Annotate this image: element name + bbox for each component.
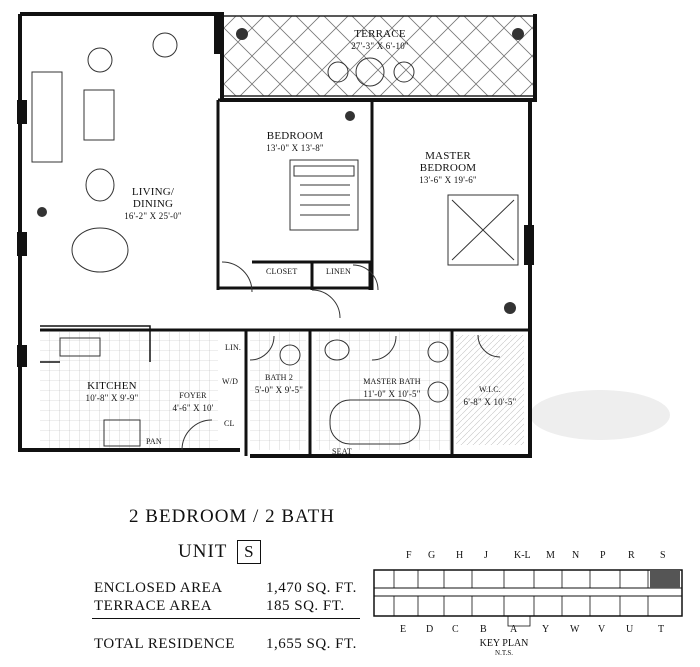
closet-label: CLOSET — [266, 267, 298, 276]
door-swings — [181, 261, 501, 451]
window-jambs — [17, 14, 534, 367]
floor-plan-drawing — [17, 12, 670, 458]
plant-icons — [37, 28, 524, 314]
key-plan-letter-top: P — [600, 550, 606, 561]
master-bath-name: MASTER BATH — [363, 377, 421, 386]
terrace-area-value: 185 SQ. FT. — [266, 598, 345, 614]
unit-summary: 2 BEDROOM / 2 BATH UNIT S ENCLOSED AREA 1… — [0, 470, 700, 667]
furniture — [31, 32, 519, 447]
wd-label: W/D — [222, 377, 239, 386]
master-bedroom-label: MASTER BEDROOM 13'-6" X 19'-6" — [408, 150, 488, 186]
key-plan-letter-bottom: E — [400, 624, 407, 635]
bedroom-label: BEDROOM 13'-0" X 13'-8" — [250, 130, 340, 154]
floor-plan: TERRACE 27'-3" X 6'-10" BEDROOM 13'-0" X… — [17, 12, 670, 458]
unit-designation: UNIT S — [178, 540, 262, 564]
terrace-name: TERRACE — [354, 28, 406, 40]
lin-label: LIN. — [225, 343, 242, 352]
total-divider — [92, 618, 360, 619]
key-plan-letter-top: F — [406, 550, 412, 561]
pan-label: PAN — [146, 437, 162, 446]
linen-label: LINEN — [326, 267, 351, 276]
terrace-label: TERRACE 27'-3" X 6'-10" — [330, 28, 430, 52]
kitchen-name: KITCHEN — [87, 380, 137, 392]
bath2-name: BATH 2 — [264, 373, 294, 382]
enclosed-area-value: 1,470 SQ. FT. — [266, 580, 357, 596]
key-plan-letter-bottom: D — [426, 624, 434, 635]
key-plan-letter-top: N — [572, 550, 580, 561]
wic-dims: 6'-8" X 10'-5" — [463, 397, 517, 407]
interior-walls — [40, 98, 530, 456]
terrace-area-row: TERRACE AREA 185 SQ. FT. — [94, 598, 344, 615]
enclosed-area-label: ENCLOSED AREA — [94, 580, 223, 596]
foyer-name: FOYER — [179, 391, 207, 400]
key-plan-letter-top: R — [628, 550, 635, 561]
key-plan-unit-s-highlight — [650, 570, 680, 588]
key-plan-letter-top: J — [484, 550, 488, 561]
master-bedroom-dims: 13'-6" X 19'-6" — [419, 175, 477, 185]
key-plan-drawing — [373, 569, 683, 627]
living-dining-label: LIVING/ DINING 16'-2" X 25'-0" — [118, 186, 188, 222]
key-plan-letter-bottom: U — [626, 624, 634, 635]
key-plan-letter-bottom: C — [452, 624, 459, 635]
key-plan-letter-bottom: T — [658, 624, 665, 635]
master-bedroom-name: MASTER BEDROOM — [419, 150, 477, 174]
kitchen-dims: 10'-8" X 9'-9" — [85, 393, 139, 403]
key-plan-title: KEY PLAN — [479, 638, 529, 649]
key-plan-letter-bottom: Y — [542, 624, 550, 635]
wic-label: W.I.C. 6'-8" X 10'-5" — [460, 384, 520, 408]
bath2-floor — [250, 332, 306, 450]
seat-label: SEAT — [332, 447, 352, 456]
total-residence-label: TOTAL RESIDENCE — [94, 636, 235, 652]
kitchen-label: KITCHEN 10'-8" X 9'-9" — [72, 380, 152, 404]
unit-label: UNIT — [178, 541, 228, 562]
key-plan-letter-top: S — [660, 550, 666, 561]
terrace-dims: 27'-3" X 6'-10" — [351, 41, 409, 51]
key-plan-letter-top: M — [546, 550, 555, 561]
enclosed-area-row: ENCLOSED AREA 1,470 SQ. FT. — [94, 580, 356, 597]
kitchen-counter — [40, 325, 151, 363]
key-plan-units — [393, 570, 649, 627]
total-residence-row: TOTAL RESIDENCE 1,655 SQ. FT. — [94, 636, 356, 653]
bath2-dims: 5'-0" X 9'-5" — [254, 385, 304, 395]
master-bath-dims: 11'-0" X 10'-5" — [363, 389, 421, 399]
bath2-label: BATH 2 5'-0" X 9'-5" — [252, 372, 306, 396]
key-plan-letter-bottom: B — [480, 624, 487, 635]
key-plan-letter-top: K-L — [514, 550, 531, 561]
key-plan-letter-top: G — [428, 550, 436, 561]
foyer-dims: 4'-6" X 10' — [172, 403, 214, 413]
drawing-smudge — [530, 390, 670, 440]
key-plan-letter-bottom: A — [510, 624, 518, 635]
bedroom-dims: 13'-0" X 13'-8" — [266, 143, 324, 153]
unit-letter-box: S — [237, 540, 262, 564]
key-plan-caption: KEY PLAN N.T.S. — [474, 638, 534, 657]
wic-name: W.I.C. — [478, 385, 502, 394]
wic-hatch — [456, 335, 524, 445]
kitchen-floor — [40, 332, 218, 450]
total-residence-value: 1,655 SQ. FT. — [266, 636, 357, 652]
living-dining-dims: 16'-2" X 25'-0" — [124, 211, 182, 221]
cl-label: CL — [224, 419, 235, 428]
key-plan-letter-top: H — [456, 550, 464, 561]
key-plan-nts: N.T.S. — [495, 649, 513, 657]
bedroom-name: BEDROOM — [266, 130, 324, 142]
key-plan-letter-bottom: W — [570, 624, 580, 635]
master-bath-label: MASTER BATH 11'-0" X 10'-5" — [362, 376, 422, 400]
key-plan-letter-bottom: V — [598, 624, 606, 635]
terrace-area-label: TERRACE AREA — [94, 598, 213, 614]
living-dining-name: LIVING/ DINING — [131, 186, 175, 210]
foyer-label: FOYER 4'-6" X 10' — [168, 390, 218, 414]
key-plan — [368, 544, 688, 660]
unit-type-title: 2 BEDROOM / 2 BATH — [129, 506, 335, 527]
